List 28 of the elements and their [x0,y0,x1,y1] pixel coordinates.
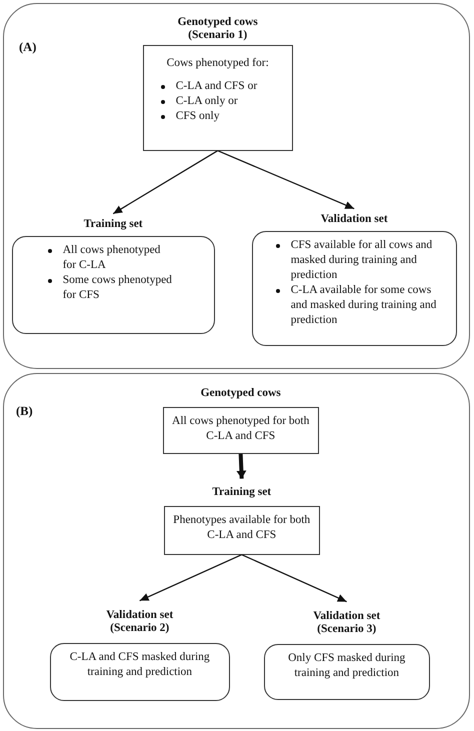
list-item-text: CFS only [176,110,220,122]
section-heading: Genotyped cows [200,387,281,400]
box-text: All cows phenotyped for both C-LA and CFS [172,414,310,444]
section-heading: Training set [84,218,143,232]
arrow [241,554,347,602]
arrow [236,454,246,479]
panel-background [3,3,470,369]
section-heading: Validation set [320,213,388,226]
list-item-text: C-LA only or [176,94,238,107]
arrow [217,150,354,210]
list-item-text: C-LA available for some cows and masked during training and prediction [290,284,436,326]
list-item-text: CFS available for all cows and masked during training and prediction [290,238,432,281]
box-text: Cows phenotyped for: [166,56,270,71]
arrow [139,554,242,602]
list-item-text: All cows phenotyped for C-LA [62,244,160,271]
list-item-text: Some cows phenotyped for CFS [62,274,172,301]
section-heading: Genotyped cows (Scenario 1) [176,16,259,42]
panel-label: (B) [16,404,33,419]
arrow [112,150,218,214]
box-text: C-LA and CFS masked during training and prediction [68,650,211,680]
box-text: Only CFS masked during training and prediction [287,650,406,681]
section-heading: Training set [212,486,272,500]
list-item-text: C-LA and CFS or [176,80,258,92]
section-heading: Validation set (Scenario 3) [312,610,382,636]
panel-label: (A) [19,40,36,55]
box-text: Phenotypes available for both C-LA and CFS [172,512,311,543]
section-heading: Validation set (Scenario 2) [105,608,174,635]
panel-background [3,373,470,729]
